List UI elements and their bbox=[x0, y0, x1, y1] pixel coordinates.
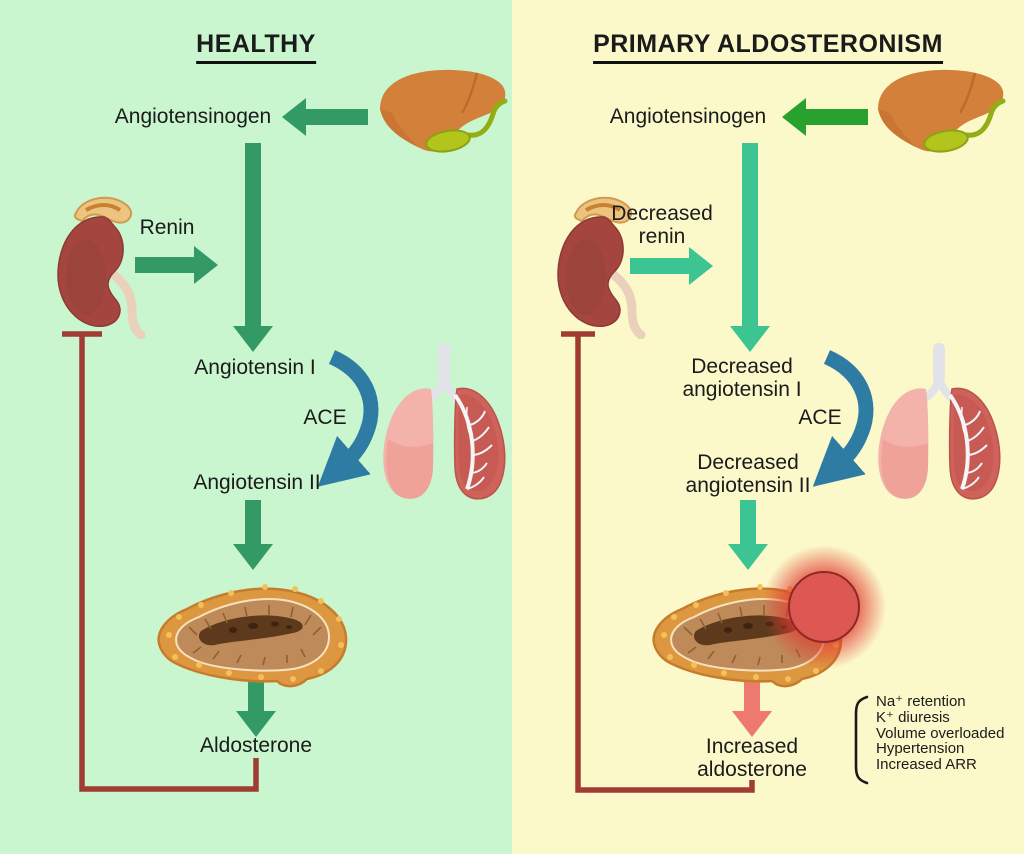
lungs-illustration-right bbox=[878, 343, 999, 499]
arrow-angiotensin2-to-adrenal-right bbox=[728, 500, 768, 570]
adrenal-tumor bbox=[762, 545, 886, 669]
arrow-angiotensin2-to-adrenal-left bbox=[233, 500, 273, 570]
adrenal-gland-illustration-left bbox=[159, 584, 346, 686]
arrow-adrenal-to-aldosterone-right bbox=[732, 656, 772, 737]
feedback-inhibition-line-left bbox=[62, 331, 259, 792]
arrow-angiotensinogen-to-angiotensin1-right bbox=[730, 143, 770, 352]
kidney-illustration-right bbox=[558, 198, 641, 335]
liver-illustration-left bbox=[380, 70, 505, 155]
arrow-liver-to-angiotensinogen-left bbox=[282, 98, 368, 136]
ace-conversion-arrow-left bbox=[317, 350, 379, 487]
arrow-renin-left bbox=[135, 246, 218, 284]
arrow-adrenal-to-aldosterone-left bbox=[236, 664, 276, 737]
kidney-illustration-left bbox=[58, 198, 141, 335]
lungs-illustration-left bbox=[383, 343, 504, 499]
feedback-inhibition-line-right bbox=[561, 331, 755, 793]
arrow-angiotensinogen-to-angiotensin1-left bbox=[233, 143, 273, 352]
ace-conversion-arrow-right bbox=[812, 350, 874, 487]
arrow-liver-to-angiotensinogen-right bbox=[782, 98, 868, 136]
liver-illustration-right bbox=[878, 70, 1003, 155]
effects-bracket bbox=[854, 695, 869, 785]
arrow-decreased-renin-right bbox=[630, 247, 713, 285]
